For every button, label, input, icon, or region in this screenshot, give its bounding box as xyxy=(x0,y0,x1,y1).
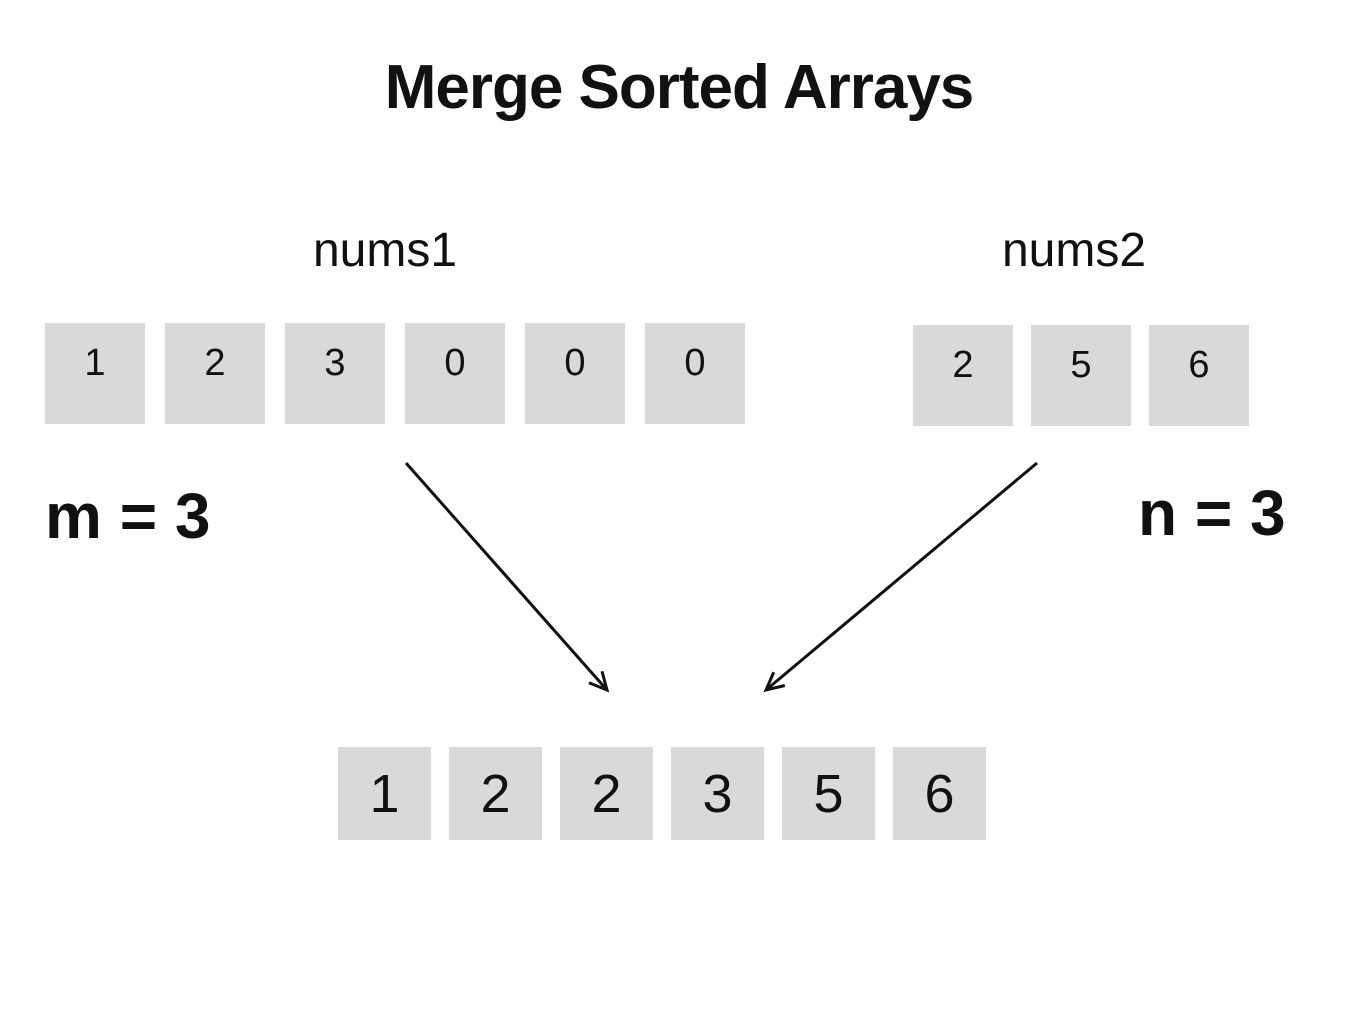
nums2-cell: 6 xyxy=(1149,325,1249,426)
merged-cell: 3 xyxy=(671,747,764,840)
merged-cell: 6 xyxy=(893,747,986,840)
arrow-down-left-icon xyxy=(763,461,1038,693)
nums1-cell: 0 xyxy=(405,323,505,424)
merged-cell: 1 xyxy=(338,747,431,840)
merged-cell: 2 xyxy=(449,747,542,840)
nums1-cell: 2 xyxy=(165,323,265,424)
nums2-cell: 5 xyxy=(1031,325,1131,426)
nums1-cell: 3 xyxy=(285,323,385,424)
nums1-cell: 0 xyxy=(525,323,625,424)
nums2-label: nums2 xyxy=(1001,224,1147,277)
page-title: Merge Sorted Arrays xyxy=(384,53,975,122)
merged-cell: 2 xyxy=(560,747,653,840)
nums1-array-row: 1 2 3 0 0 0 xyxy=(45,323,745,424)
nums1-label: nums1 xyxy=(312,224,458,277)
nums2-cell: 2 xyxy=(913,325,1013,426)
arrow-down-right-icon xyxy=(404,462,610,693)
n-size-label: n = 3 xyxy=(1138,477,1286,549)
nums2-array-row: 2 5 6 xyxy=(913,325,1249,426)
nums1-cell: 1 xyxy=(45,323,145,424)
nums1-cell: 0 xyxy=(645,323,745,424)
merged-cell: 5 xyxy=(782,747,875,840)
m-size-label: m = 3 xyxy=(45,480,211,552)
merged-array-row: 1 2 2 3 5 6 xyxy=(338,747,986,840)
